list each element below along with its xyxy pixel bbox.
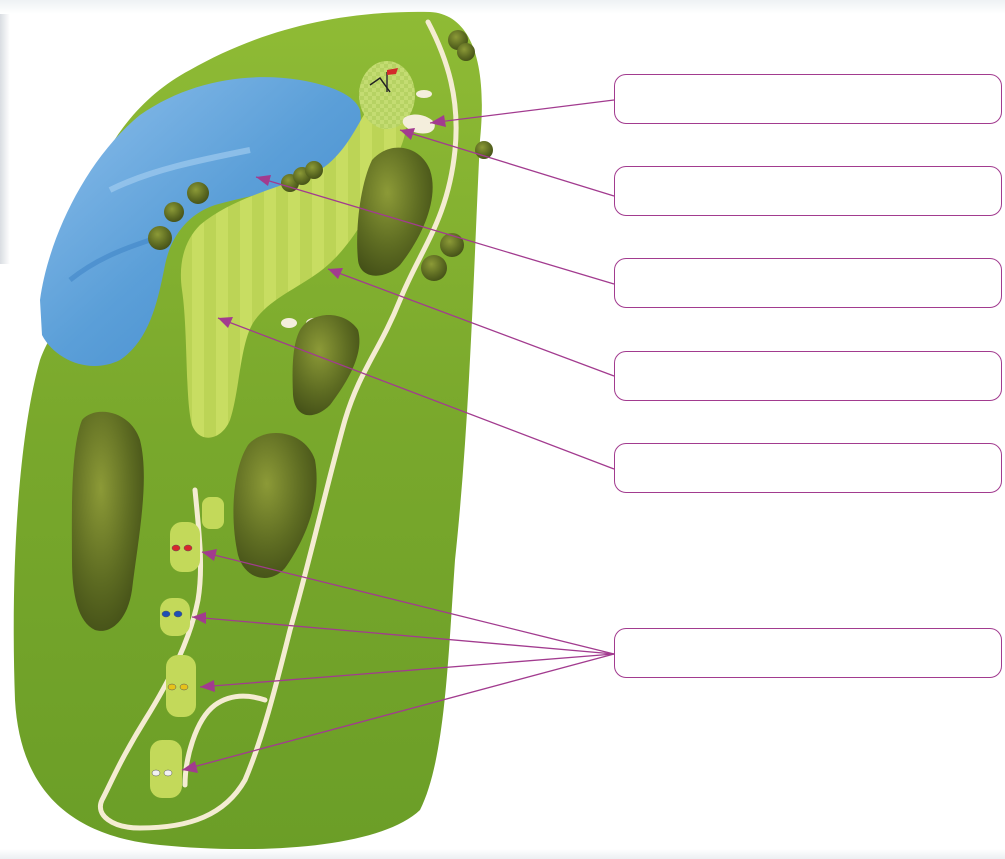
window-bottom-edge [0,849,1005,859]
label-box-tee-boxes[interactable] [614,628,1002,678]
tee-marker [168,684,176,690]
label-box-bunker[interactable] [614,74,1002,124]
label-box-water-hazard[interactable] [614,258,1002,308]
tee-marker [164,770,172,776]
tee-marker [172,545,180,551]
label-box-fairway[interactable] [614,443,1002,493]
tee-marker [174,611,182,617]
tee-marker [180,684,188,690]
label-box-green[interactable] [614,166,1002,216]
tee-marker [152,770,160,776]
label-box-rough[interactable] [614,351,1002,401]
tee-marker [184,545,192,551]
tee-marker [162,611,170,617]
